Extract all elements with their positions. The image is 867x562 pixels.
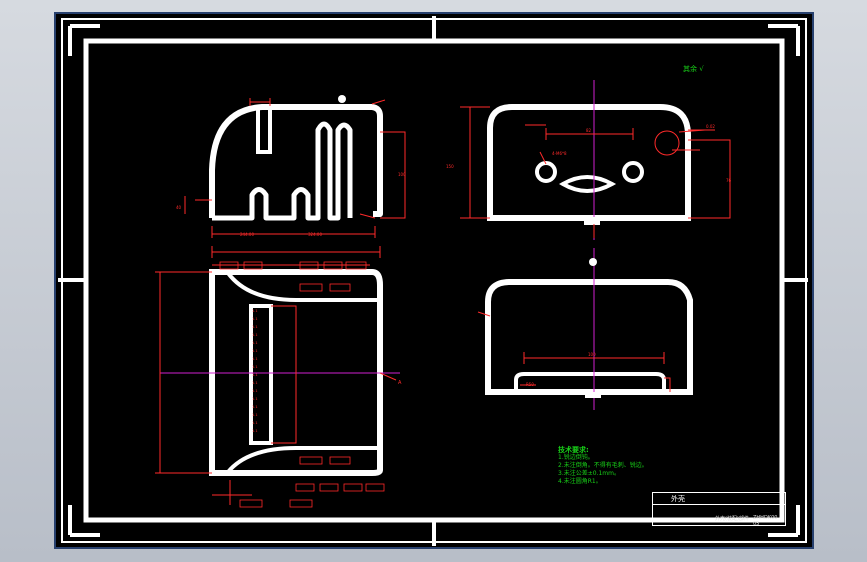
svg-text:82: 82 bbox=[586, 128, 592, 133]
svg-text:100: 100 bbox=[398, 172, 406, 177]
roughness-text: 其余 bbox=[683, 65, 697, 73]
svg-text:1.1: 1.1 bbox=[252, 309, 258, 313]
top-view: 1.11.11.1 1.11.11.1 1.11.11.1 1.11.11.1 … bbox=[155, 246, 402, 508]
title-block-header bbox=[653, 493, 785, 505]
tech-item: 4.未注圆角R1。 bbox=[558, 478, 602, 485]
svg-text:1.1: 1.1 bbox=[252, 341, 258, 345]
corner-marks bbox=[58, 16, 808, 546]
svg-text:1.1: 1.1 bbox=[252, 397, 258, 401]
svg-text:1.1: 1.1 bbox=[252, 317, 258, 321]
svg-text:100: 100 bbox=[588, 352, 596, 357]
svg-text:1.1: 1.1 bbox=[252, 333, 258, 337]
tech-item: 2.未注倒角。不得有毛刺、锐边。 bbox=[558, 462, 648, 469]
tech-item: 3.未注公差±0.1mm。 bbox=[558, 470, 620, 477]
svg-text:1.1: 1.1 bbox=[252, 325, 258, 329]
side-view: 82 150 76 4-M6*8 0.02 bbox=[446, 80, 732, 240]
svg-text:1.1: 1.1 bbox=[252, 421, 258, 425]
drawing-area bbox=[56, 14, 812, 547]
svg-text:76: 76 bbox=[726, 178, 732, 183]
section-label: A bbox=[398, 380, 402, 386]
svg-text:0.02: 0.02 bbox=[706, 124, 715, 129]
svg-text:1.1: 1.1 bbox=[252, 405, 258, 409]
svg-text:1.1: 1.1 bbox=[252, 429, 258, 433]
roughness-note: 其余 √ bbox=[683, 64, 704, 74]
front-view: 244.00 324.00 100 40 bbox=[176, 95, 406, 238]
section-view: 100 R50 bbox=[477, 248, 693, 410]
svg-text:324.00: 324.00 bbox=[308, 232, 322, 237]
svg-text:1.1: 1.1 bbox=[252, 357, 258, 361]
svg-text:150: 150 bbox=[446, 164, 454, 169]
roughness-symbol-icon: √ bbox=[699, 65, 704, 73]
svg-text:244.00: 244.00 bbox=[240, 232, 254, 237]
title-block: 外壳 外壳(装配)部件 ZHHDK00-05 bbox=[652, 492, 786, 527]
drawing-number: ZHHDK00-05 bbox=[753, 515, 780, 527]
svg-text:1.1: 1.1 bbox=[252, 365, 258, 369]
svg-text:R50: R50 bbox=[526, 382, 534, 387]
part-code: 外壳(装配)部件 bbox=[715, 516, 749, 522]
svg-text:1.1: 1.1 bbox=[252, 413, 258, 417]
svg-text:1.1: 1.1 bbox=[252, 373, 258, 377]
svg-text:1.1: 1.1 bbox=[252, 381, 258, 385]
svg-text:1.1: 1.1 bbox=[252, 349, 258, 353]
svg-text:40: 40 bbox=[176, 205, 182, 210]
technical-requirements: 技术要求: 1.锐边倒钝。 2.未注倒角。不得有毛刺、锐边。 3.未注公差±0.… bbox=[558, 446, 648, 486]
tech-item: 1.锐边倒钝。 bbox=[558, 454, 594, 461]
svg-text:4-M6*8: 4-M6*8 bbox=[552, 151, 567, 156]
svg-text:1.1: 1.1 bbox=[252, 389, 258, 393]
tech-heading: 技术要求: bbox=[558, 446, 589, 454]
part-name: 外壳 bbox=[671, 495, 685, 503]
